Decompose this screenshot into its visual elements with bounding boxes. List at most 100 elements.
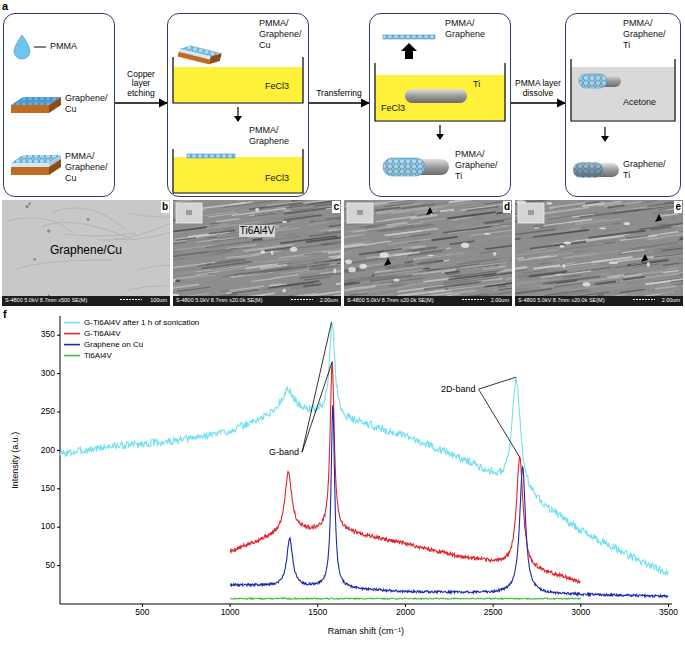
pmma-graphene-cu-drawing <box>34 47 46 48</box>
sem-texture <box>388 200 442 203</box>
sem-texture <box>315 219 326 220</box>
sem-texture <box>98 222 170 241</box>
legend-entry: G-Ti6Al4V after 1 h of sonication <box>84 318 199 327</box>
sem-texture <box>199 248 238 253</box>
etching-beaker-drawing <box>237 107 238 117</box>
axis-tick <box>142 604 143 607</box>
sem-texture <box>233 245 281 251</box>
transfer-beaker-drawing <box>439 125 440 135</box>
sem-texture <box>348 267 356 272</box>
sem-texture <box>260 250 265 254</box>
sem-texture <box>592 265 609 267</box>
panel-letter: c <box>332 201 340 213</box>
sem-info-bar <box>2 296 170 306</box>
tick-label: 3500 <box>659 608 678 618</box>
sem-texture <box>250 200 267 201</box>
sem-texture <box>662 270 679 272</box>
axis-tick <box>57 412 60 413</box>
sem-texture <box>173 200 214 202</box>
sem-texture <box>292 257 337 263</box>
sem-texture <box>461 243 469 248</box>
sem-texture <box>47 229 50 232</box>
scale-bar-label: 2.00um <box>662 298 680 304</box>
sem-texture <box>258 213 276 215</box>
sem-texture <box>575 219 606 223</box>
sem-texture <box>549 203 585 208</box>
raman-spectrum <box>230 598 581 599</box>
transfer-beaker-drawing <box>375 35 505 176</box>
sem-texture <box>434 240 487 247</box>
sem-texture <box>559 264 598 269</box>
process-step-box: PMMA/ Graphene/ CuFeCl3PMMA/ GrapheneFeC… <box>167 13 309 197</box>
sem-texture <box>480 251 495 253</box>
sem-texture <box>209 223 220 224</box>
step-label: FeCl3 <box>265 173 289 184</box>
sem-texture <box>329 223 341 226</box>
sem-texture <box>189 272 208 274</box>
sem-texture <box>16 260 113 269</box>
sem-texture <box>427 255 434 257</box>
axis-tick <box>580 604 581 607</box>
axis-tick <box>405 604 406 607</box>
sem-texture <box>481 290 512 296</box>
transfer-beaker-drawing <box>401 43 417 59</box>
step-label: Ti <box>473 79 480 90</box>
etching-beaker-drawing <box>234 116 242 122</box>
step-label: FeCl3 <box>265 81 289 92</box>
process-step-box: PMMA/ Graphene/ TiAcetoneGraphene/ Ti <box>565 13 681 197</box>
acetone-beaker-drawing <box>579 74 607 88</box>
sem-texture <box>364 240 393 244</box>
sem-texture <box>173 293 210 296</box>
sem-texture <box>344 200 512 296</box>
sem-texture <box>176 238 196 241</box>
sem-texture <box>289 204 305 206</box>
sem-texture <box>211 295 248 296</box>
sem-texture <box>278 251 330 258</box>
sem-texture <box>462 224 500 229</box>
sem-texture <box>453 225 466 227</box>
axis-tick <box>57 527 60 528</box>
sem-info: S-4800 5.0kV 8.7mm x500 SE(M) <box>5 298 87 304</box>
sem-texture <box>252 236 300 242</box>
tick-label: 50 <box>46 561 55 571</box>
sem-texture <box>542 207 589 213</box>
sem-texture <box>609 262 618 264</box>
sem-texture <box>7 193 685 304</box>
panel-letter: d <box>503 201 511 213</box>
sem-texture <box>626 236 648 239</box>
acetone-beaker-drawing <box>601 136 609 142</box>
sem-texture <box>451 271 499 277</box>
sem-inset <box>528 210 534 215</box>
scale-bar-label: 2.00um <box>320 298 338 304</box>
transfer-beaker-drawing <box>383 158 425 176</box>
sem-texture <box>237 200 247 201</box>
sem-texture <box>232 208 286 215</box>
sem-texture <box>329 250 341 257</box>
sem-texture <box>511 205 512 209</box>
sem-texture <box>297 208 317 211</box>
sem-texture <box>533 230 588 237</box>
sem-texture <box>249 210 290 215</box>
step-label: FeCl3 <box>381 103 405 114</box>
tick-label: 1000 <box>221 608 240 618</box>
sem-texture <box>7 202 170 296</box>
transfer-beaker-drawing <box>383 158 425 176</box>
sem-texture <box>431 252 466 257</box>
step-label: PMMA <box>50 41 77 52</box>
sem-texture <box>218 224 228 225</box>
sem-texture <box>515 238 521 241</box>
sem-texture <box>595 281 616 284</box>
sem-texture <box>530 241 586 248</box>
sem-texture <box>255 208 259 212</box>
sem-info-bar <box>2 296 683 306</box>
axis-tick <box>668 604 669 607</box>
tick-label: 3000 <box>571 608 590 618</box>
sem-texture <box>309 222 330 225</box>
sem-texture <box>363 284 372 285</box>
tick-label: 2500 <box>484 608 503 618</box>
sem-texture <box>404 262 413 263</box>
pmma-graphene-cu-drawing <box>49 97 61 113</box>
sem-texture <box>344 276 383 282</box>
etching-beaker-drawing <box>173 57 303 103</box>
axis-title: Intensity (a.u.) <box>11 431 21 488</box>
